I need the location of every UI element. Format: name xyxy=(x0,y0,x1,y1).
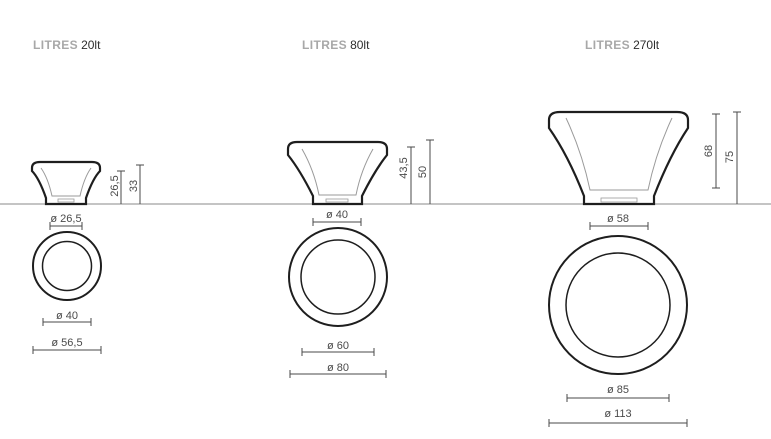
title-capacity: 270lt xyxy=(633,38,660,52)
label-20-height-total: 33 xyxy=(128,180,140,192)
pot-270-plan-outer xyxy=(548,235,688,375)
pot-80-outline xyxy=(286,140,389,206)
label-20-inner-diameter: ø 40 xyxy=(56,310,78,322)
label-80-height-inner: 43,5 xyxy=(398,157,410,178)
pot-20-outline xyxy=(30,160,102,206)
title-word: LITRES xyxy=(302,38,348,52)
pot-270-elevation xyxy=(547,110,690,206)
title-word: LITRES xyxy=(585,38,631,52)
title-capacity: 80lt xyxy=(350,38,370,52)
label-20-height-inner: 26,5 xyxy=(109,175,121,196)
label-270-height-inner: 68 xyxy=(703,145,715,157)
pot-80-plan-inner xyxy=(300,239,376,315)
pot-20-plan-inner xyxy=(41,240,93,292)
label-20-outer-diameter: ø 56,5 xyxy=(51,337,82,349)
label-270-outer-diameter: ø 113 xyxy=(604,408,631,420)
label-80-outer-diameter: ø 80 xyxy=(327,362,349,374)
pot-20-plan-outer xyxy=(32,231,102,301)
title-capacity: 20lt xyxy=(81,38,101,52)
title-word: LITRES xyxy=(33,38,79,52)
label-270-height-total: 75 xyxy=(724,151,736,163)
pot-270-outline xyxy=(547,110,690,206)
pot-20-inner-line xyxy=(40,167,92,197)
label-80-height-total: 50 xyxy=(417,166,429,178)
label-80-base-diameter: ø 40 xyxy=(326,209,348,221)
pot-20-drain xyxy=(57,198,75,203)
pot-270-plan-inner xyxy=(565,252,671,358)
pot-270-drain xyxy=(600,197,638,203)
pot-80-drain xyxy=(325,198,349,203)
pot-80-plan-outer xyxy=(288,227,388,327)
label-270-base-diameter: ø 58 xyxy=(607,213,629,225)
pot-80-elevation xyxy=(286,140,389,206)
pot-80-inner-line xyxy=(301,148,374,196)
label-20-base-diameter: ø 26,5 xyxy=(50,213,81,225)
pot-20-elevation xyxy=(30,160,102,206)
label-270-inner-diameter: ø 85 xyxy=(607,384,629,396)
pot-270-inner-line xyxy=(565,117,673,191)
label-80-inner-diameter: ø 60 xyxy=(327,340,349,352)
